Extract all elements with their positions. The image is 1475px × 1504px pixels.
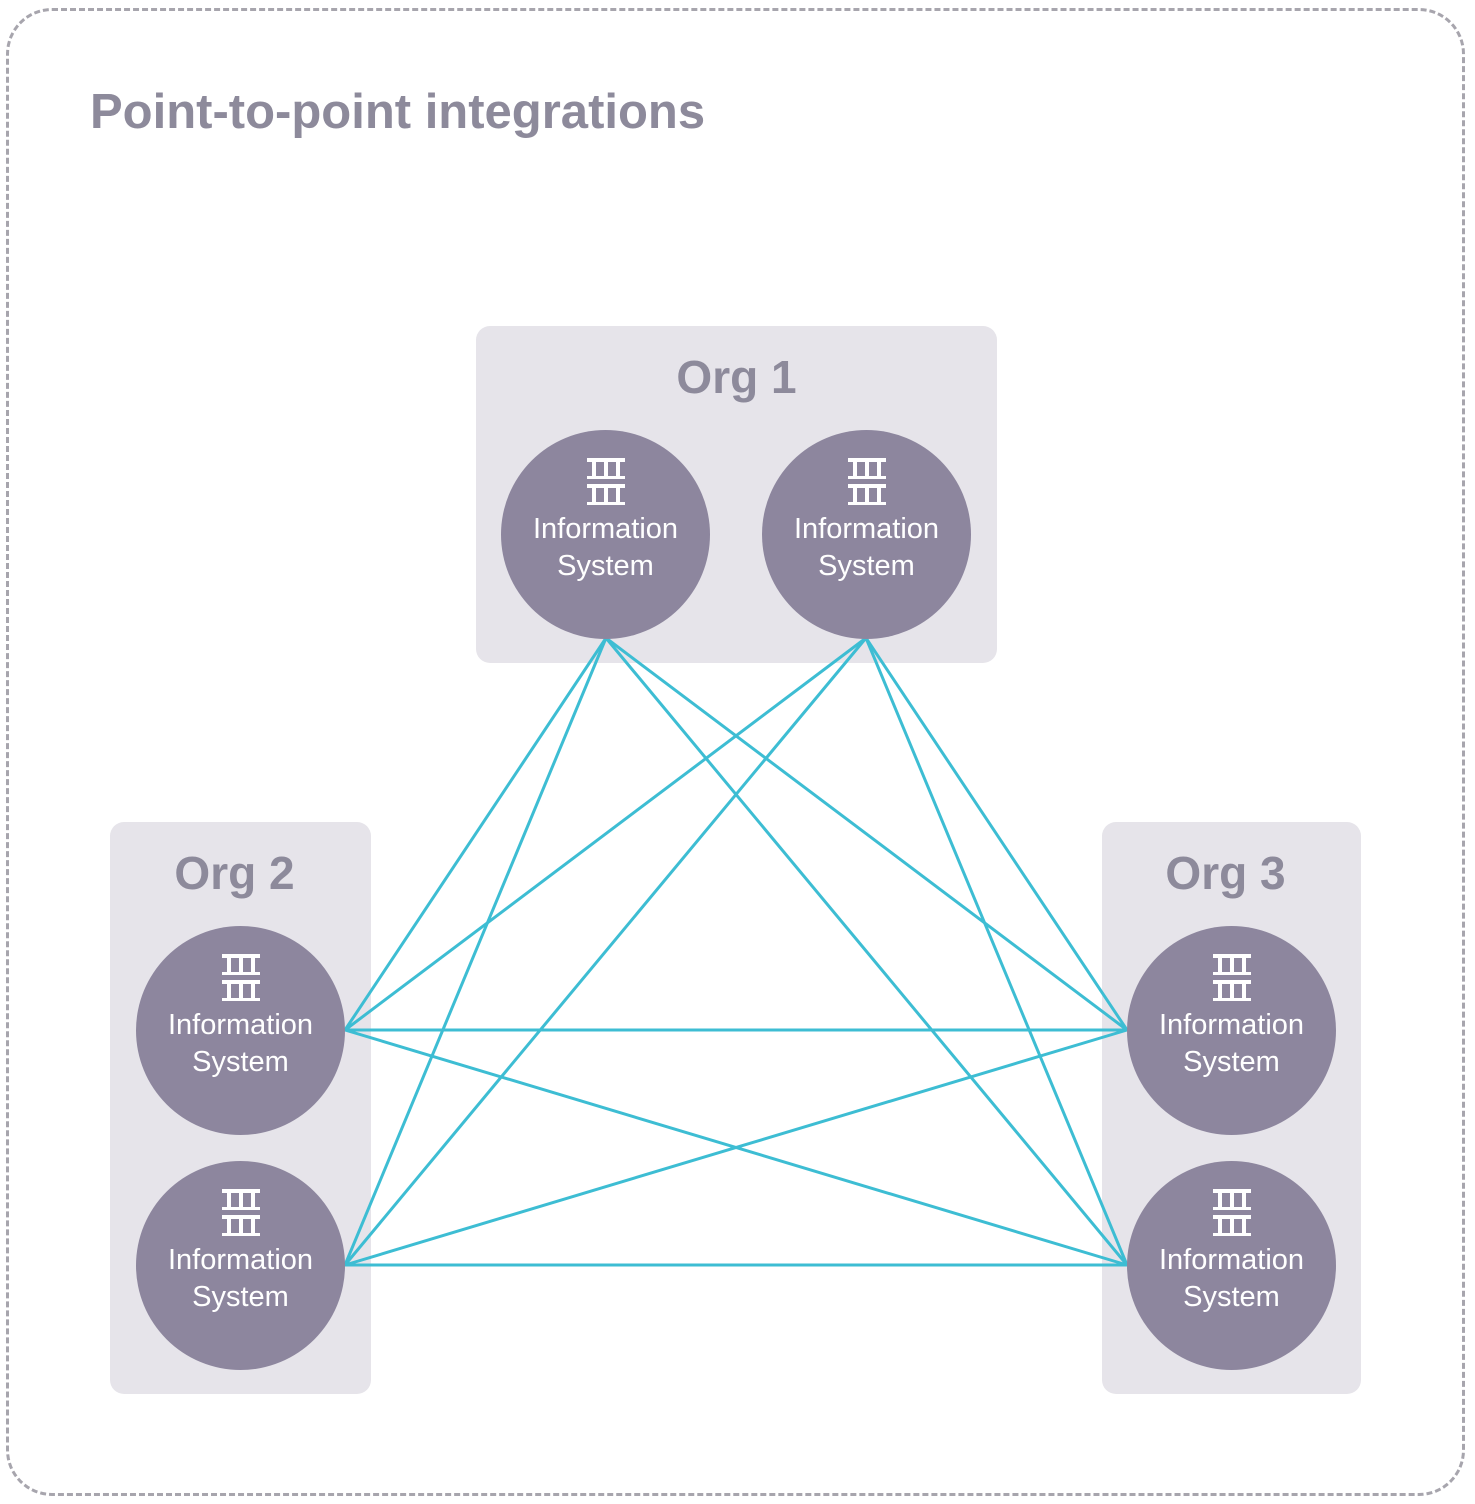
diagram-frame [6,8,1465,1496]
node-label-line-2: System [192,1281,289,1313]
integration-link [343,637,608,1031]
integration-link [864,637,1129,1266]
node-label-line-1: Information [793,513,940,545]
server-rack-icon [586,458,625,505]
node-label-line-1: Information [167,1009,314,1041]
information-system-node: Information System [136,1161,345,1370]
information-system-node: Information System [136,926,345,1135]
node-label-line-2: System [818,550,915,582]
information-system-node: Information System [501,430,710,639]
information-system-node: Information System [1127,1161,1336,1370]
integration-link [864,637,1129,1031]
node-label-line-2: System [1183,1281,1280,1313]
node-label-line-2: System [192,1046,289,1078]
server-rack-icon [1212,1189,1251,1236]
org-3-label: Org 3 [1165,847,1286,899]
server-rack-icon [1212,954,1251,1001]
node-label-line-1: Information [1158,1009,1305,1041]
integration-link [344,1028,1128,1267]
node-label-line-1: Information [532,513,679,545]
information-system-node: Information System [762,430,971,639]
node-label-line-1: Information [1158,1244,1305,1276]
server-rack-icon [847,458,886,505]
integration-link [343,637,868,1266]
node-label-line-1: Information [167,1244,314,1276]
integration-link [343,637,608,1266]
node-label-line-2: System [557,550,654,582]
information-system-node: Information System [1127,926,1336,1135]
diagram-title: Point-to-point integrations [90,85,706,139]
integration-link [604,637,1129,1266]
integration-link [344,636,867,1032]
integration-link [605,636,1128,1032]
org-2-label: Org 2 [174,847,295,899]
server-rack-icon [221,954,260,1001]
node-label-line-2: System [1183,1046,1280,1078]
org-1-label: Org 1 [676,351,797,403]
server-rack-icon [221,1189,260,1236]
